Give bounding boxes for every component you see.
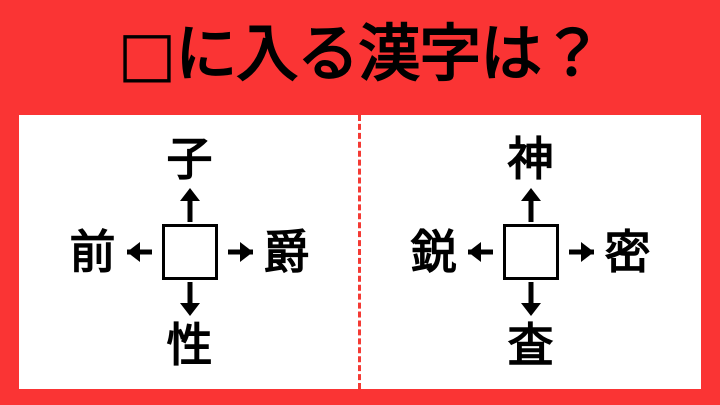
arrow-up-icon [520,188,542,222]
answer-box-left-puzzle[interactable] [161,224,218,280]
kanji-bottom-right-puzzle: 査 [507,318,554,372]
arrow-up-icon [179,188,201,222]
kanji-right-left-puzzle: 爵 [263,225,310,279]
kanji-left-left-puzzle: 前 [69,225,116,279]
puzzle-panel-left: 子 前 [19,115,360,389]
answer-box-right-puzzle[interactable] [502,224,559,280]
arrow-left-icon [467,241,502,263]
kanji-left-right-puzzle: 鋭 [410,225,457,279]
puzzle-card: 子 前 [19,115,701,389]
kanji-right-right-puzzle: 密 [604,225,651,279]
arrow-left-icon [126,241,161,263]
kanji-top-left-puzzle: 子 [166,132,213,186]
title-banner: □に入る漢字は？ [0,0,720,112]
kanji-cross-right: 神 鋭 [400,131,662,373]
kanji-bottom-left-puzzle: 性 [166,318,213,372]
arrow-right-icon [219,241,253,263]
arrow-down-icon [179,282,201,316]
page-title: □に入る漢字は？ [117,17,604,90]
kanji-cross-left: 子 前 [59,131,321,373]
kanji-top-right-puzzle: 神 [507,132,554,186]
panel-divider [358,115,361,389]
arrow-down-icon [520,282,542,316]
arrow-right-icon [560,241,594,263]
puzzle-panel-right: 神 鋭 [360,115,701,389]
